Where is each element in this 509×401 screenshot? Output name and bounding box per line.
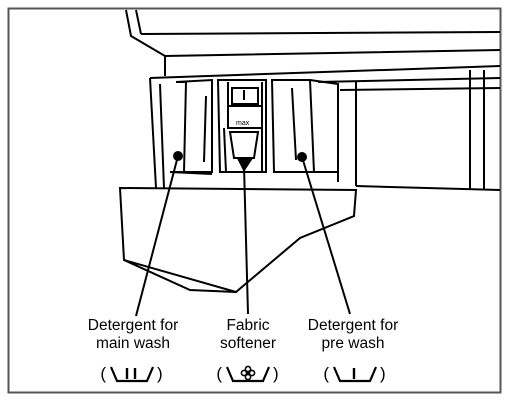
- label-pre-wash-line2: pre wash: [321, 335, 385, 352]
- symbol-pre-wash-open: (: [323, 364, 330, 383]
- symbol-softener: ( ): [200, 364, 296, 384]
- flower-softener-icon: [225, 365, 271, 383]
- figure-frame: [7, 7, 502, 394]
- symbol-softener-close: ): [273, 364, 280, 383]
- leader-line-main-wash: [135, 155, 179, 317]
- label-softener-line1: Fabric: [226, 317, 270, 334]
- symbol-softener-open: (: [216, 364, 223, 383]
- pre-wash-tub-icon: [332, 366, 378, 383]
- label-softener-line2: softener: [219, 335, 276, 352]
- label-main-wash: Detergent for main wash: [58, 317, 208, 353]
- label-pre-wash: Detergent for pre wash: [283, 317, 423, 353]
- symbol-main-wash-open: (: [100, 364, 107, 383]
- washing-machine-body: [125, 9, 501, 191]
- drawer-front: [118, 186, 358, 294]
- label-softener: Fabric softener: [200, 317, 296, 353]
- main-wash-tub-icon: [109, 366, 155, 383]
- leader-lines: [135, 155, 351, 317]
- label-pre-wash-line1: Detergent for: [307, 317, 399, 334]
- softener-compartment: [216, 79, 267, 173]
- max-fill-marking: max: [236, 120, 250, 127]
- pre-wash-compartment: [270, 79, 339, 173]
- symbol-pre-wash: ( ): [305, 364, 405, 384]
- leader-line-pre-wash: [301, 156, 351, 315]
- symbol-main-wash: ( ): [82, 364, 182, 384]
- leader-line-softener: [243, 165, 249, 315]
- label-main-wash-line2: main wash: [95, 335, 171, 352]
- label-main-wash-line1: Detergent for: [87, 317, 179, 334]
- symbol-pre-wash-close: ): [380, 364, 387, 383]
- symbol-main-wash-close: ): [157, 364, 164, 383]
